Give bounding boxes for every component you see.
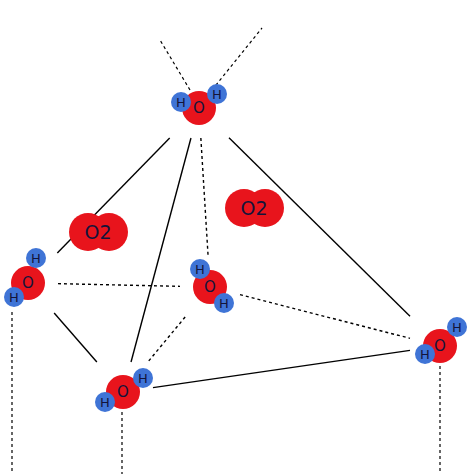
hydrogen-atom: H (95, 392, 115, 412)
water-molecule: OHH (410, 316, 470, 376)
hydrogen-atom: H (415, 344, 435, 364)
water-molecule: OHH (180, 257, 240, 317)
oxygen-balls: O2 (219, 186, 289, 230)
hydrogen-atom: H (4, 287, 24, 307)
hydrogen-bond (240, 295, 410, 339)
hydrogen-atom: H (171, 92, 191, 112)
water-molecule: OHH (0, 253, 58, 313)
hydrogen-atom: H (133, 368, 153, 388)
oxygen-molecule: O2 (63, 210, 133, 254)
outer-bond (121, 412, 122, 474)
cage-edge (54, 313, 97, 362)
water-molecule: OHH (169, 78, 229, 138)
hydrogen-bond (58, 284, 180, 287)
hydrogen-atom: H (190, 259, 210, 279)
hydrogen-bond (148, 317, 185, 362)
cage-edge (57, 138, 169, 253)
hydrogen-atom: H (447, 317, 467, 337)
water-molecule: OHH (93, 362, 153, 422)
outer-bond (11, 312, 12, 474)
hydrogen-atom: H (214, 293, 234, 313)
hydrogen-atom: H (26, 248, 46, 268)
oxygen-balls: O2 (63, 210, 133, 254)
hydrogen-bond (201, 138, 208, 257)
cage-edge (229, 138, 410, 317)
cage-edge (153, 350, 410, 387)
hydrogen-atom: H (207, 84, 227, 104)
oxygen-molecule: O2 (219, 186, 289, 230)
outer-bond (439, 366, 440, 474)
cage-edge (131, 138, 191, 362)
outer-bond (160, 40, 190, 90)
outer-bond (212, 28, 262, 90)
molecule-formula: O2 (219, 186, 289, 230)
molecule-formula: O2 (63, 210, 133, 254)
